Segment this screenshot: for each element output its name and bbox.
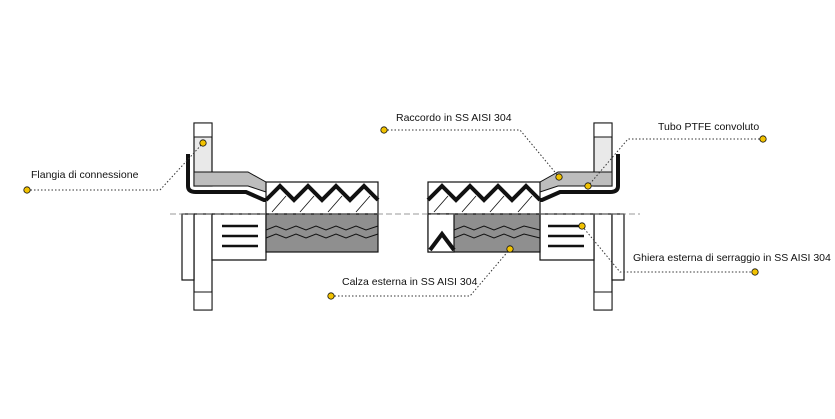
left-braid <box>265 213 379 253</box>
callout-dot <box>23 186 31 194</box>
callout-dot <box>199 139 207 147</box>
label-ptfe-tube: Tubo PTFE convoluto <box>658 121 759 133</box>
callout-ptfe-tube: Tubo PTFE convoluto <box>584 121 767 190</box>
right-helix-wire <box>433 195 449 213</box>
callout-braid: Calza esterna in SS AISI 304 <box>327 245 514 300</box>
left-helix-wire <box>299 195 315 213</box>
callout-ferrule: Ghiera esterna di serraggio in SS AISI 3… <box>578 222 831 276</box>
label-ferrule: Ghiera esterna di serraggio in SS AISI 3… <box>633 252 831 264</box>
label-flange: Flangia di connessione <box>31 169 139 181</box>
callout-dot <box>578 222 586 230</box>
leader-line <box>384 129 560 178</box>
callout-dot <box>555 173 563 181</box>
label-braid: Calza esterna in SS AISI 304 <box>342 276 478 288</box>
left-ptfe-liner <box>186 154 378 202</box>
right-ptfe-liner <box>428 154 620 202</box>
right-braid-pattern <box>453 233 541 239</box>
left-helix-wire <box>271 195 287 213</box>
right-flange-bore-top <box>593 122 613 138</box>
callout-fitting: Raccordo in SS AISI 304 <box>380 112 563 181</box>
left-flange-face <box>181 213 195 281</box>
left-flange-bore-bottom <box>193 291 213 311</box>
right-helix-wire <box>517 195 533 213</box>
right-flange-bore-bottom <box>593 291 613 311</box>
left-braid-pattern <box>265 225 379 231</box>
leader-line <box>331 248 511 297</box>
callout-dot <box>327 292 335 300</box>
callout-dot <box>751 268 759 276</box>
left-helix-wire <box>327 195 343 213</box>
left-helix-wire <box>355 195 371 213</box>
left-braid-pattern <box>265 233 379 239</box>
left-flange-bore-top <box>193 122 213 138</box>
leader-line <box>587 138 763 187</box>
callout-flange: Flangia di connessione <box>23 139 207 194</box>
right-braid-pattern <box>453 225 541 231</box>
leader-line <box>27 142 204 191</box>
callout-dot <box>380 126 388 134</box>
right-ptfe-end-fold <box>428 230 456 252</box>
right-helix-wire <box>489 195 505 213</box>
right-helix-wire <box>461 195 477 213</box>
leader-line <box>581 225 755 273</box>
label-fitting: Raccordo in SS AISI 304 <box>396 112 512 124</box>
left-ptfe-convolutions <box>264 183 380 203</box>
left-end-assembly <box>181 122 380 311</box>
callout-dot <box>506 245 514 253</box>
right-end-assembly <box>426 122 625 311</box>
callout-dot <box>759 135 767 143</box>
callout-dot <box>584 182 592 190</box>
right-ptfe-convolutions <box>426 183 542 203</box>
right-flange-face <box>611 213 625 281</box>
